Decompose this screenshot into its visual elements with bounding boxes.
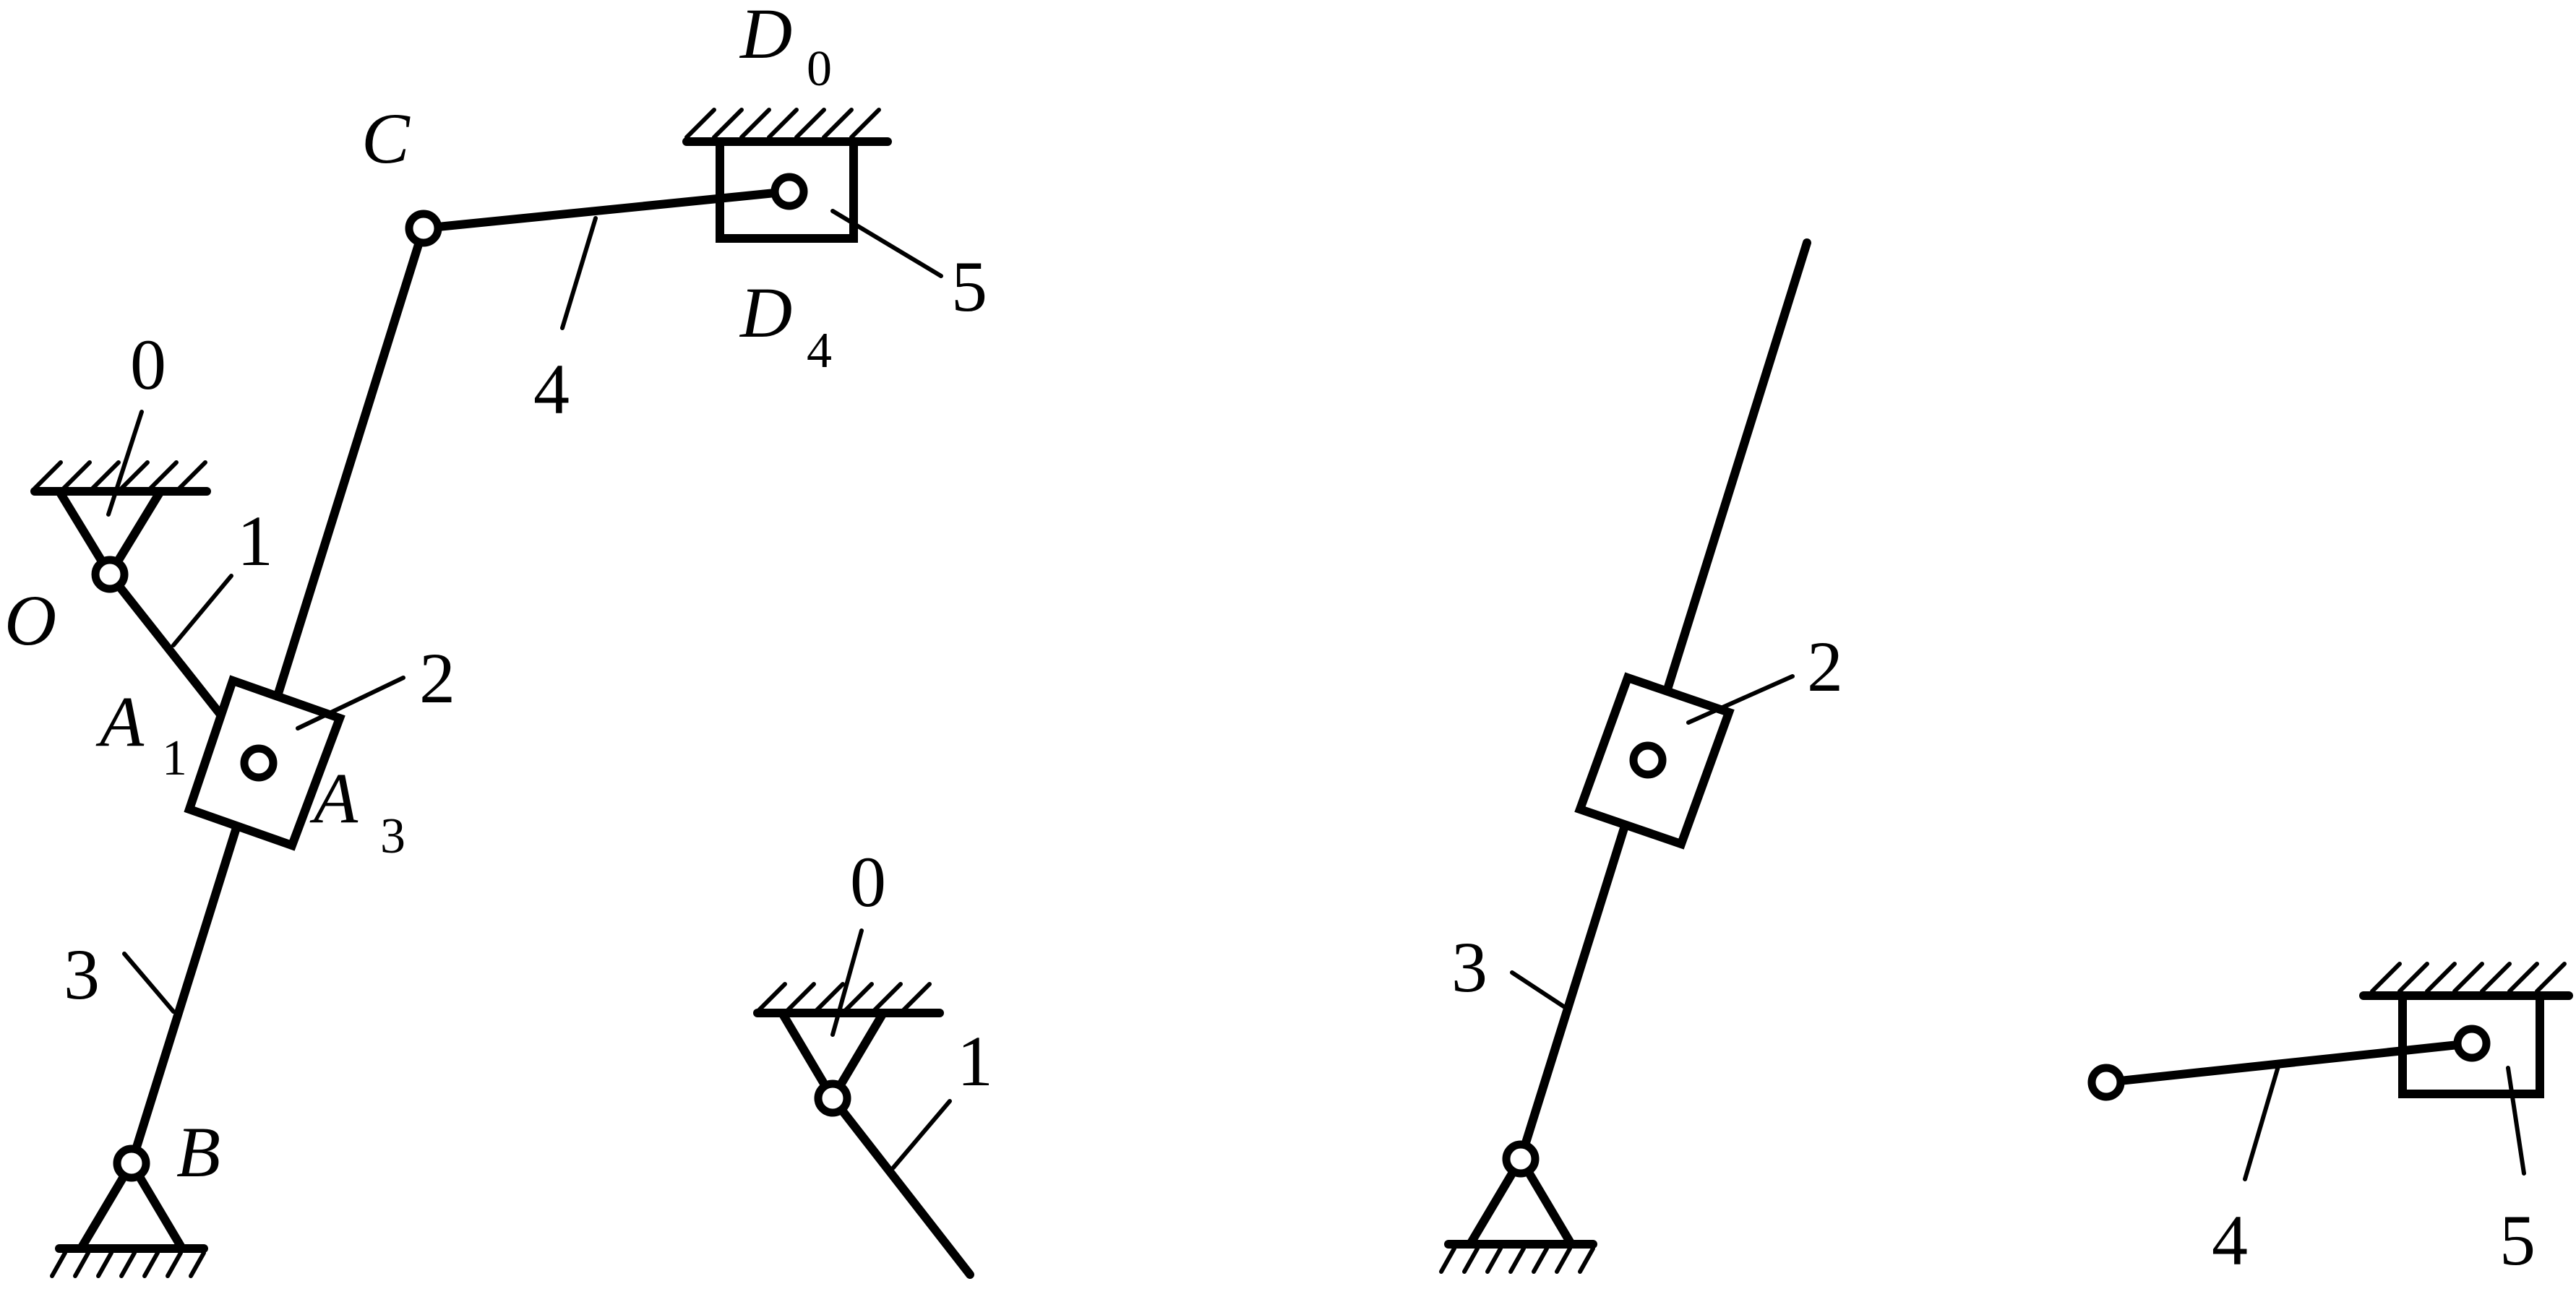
crank-link-1-separate (828, 1094, 974, 1279)
label-link-2-separate: 2 (1807, 626, 1843, 707)
label-A1-sub: 1 (162, 730, 187, 786)
label-A3-sub: 3 (380, 809, 405, 864)
assembled-mechanism: C D 0 D 4 O A 1 A 3 B 4 5 0 1 2 3 (4, 0, 987, 1278)
leader-5 (830, 209, 943, 278)
label-C: C (361, 98, 411, 178)
label-D0: D (739, 0, 792, 74)
label-D4: D (739, 272, 792, 353)
slider-pin-separate (1629, 741, 1667, 779)
joint-D (770, 173, 808, 210)
frame-support-group2 (1439, 1150, 1597, 1274)
label-B: B (176, 1112, 220, 1192)
label-link-2: 2 (419, 638, 455, 718)
joint-C (405, 210, 442, 247)
joint-B-separate (1502, 1140, 1540, 1178)
label-O: O (4, 580, 56, 660)
label-link-0-separate: 0 (850, 842, 886, 922)
leader-2-separate (1686, 674, 1795, 725)
leader-1 (171, 574, 233, 647)
label-link-0: 0 (130, 324, 166, 405)
label-link-5: 5 (951, 246, 987, 327)
label-link-1-separate: 1 (957, 1021, 993, 1101)
frame-support-B (50, 1155, 208, 1278)
leader-2 (296, 676, 405, 730)
leader-3-separate (1510, 970, 1569, 1011)
label-link-4: 4 (533, 349, 570, 429)
leader-0-separate (830, 928, 864, 1037)
leader-0 (106, 410, 144, 517)
leader-4 (560, 216, 598, 330)
label-D0-sub: 0 (807, 41, 832, 97)
label-link-3: 3 (64, 934, 100, 1014)
label-link-4-separate: 4 (2212, 1200, 2248, 1280)
joint-B (113, 1144, 150, 1182)
leader-1-separate (891, 1099, 952, 1170)
label-link-1: 1 (237, 501, 273, 581)
label-D4-sub: 4 (807, 323, 832, 379)
leader-4-separate (2243, 1064, 2280, 1181)
joint-O (91, 556, 129, 593)
joint-O-separate (814, 1079, 851, 1117)
group-coupler-block: 4 5 (2087, 962, 2573, 1280)
label-link-3-separate: 3 (1451, 927, 1487, 1007)
coupler-link-4 (419, 187, 794, 233)
group-frame-crank: 0 1 (753, 842, 993, 1279)
frame-support-group1 (753, 982, 944, 1107)
leader-5-separate (2506, 1066, 2526, 1176)
group-slider-rocker: 2 3 (1439, 238, 1843, 1274)
joint-D-separate (2453, 1025, 2491, 1062)
leader-3 (122, 952, 176, 1014)
label-A3: A (309, 758, 359, 838)
coupler-link-4-separate (2102, 1039, 2476, 1087)
label-link-5-separate: 5 (2499, 1200, 2536, 1280)
joint-A (240, 744, 278, 782)
top-ground-hatch-group3 (2359, 962, 2573, 1000)
label-A1: A (95, 681, 145, 762)
top-ground-hatch (682, 108, 892, 146)
joint-C-separate (2087, 1064, 2125, 1101)
block-5-separate (2398, 991, 2544, 1098)
